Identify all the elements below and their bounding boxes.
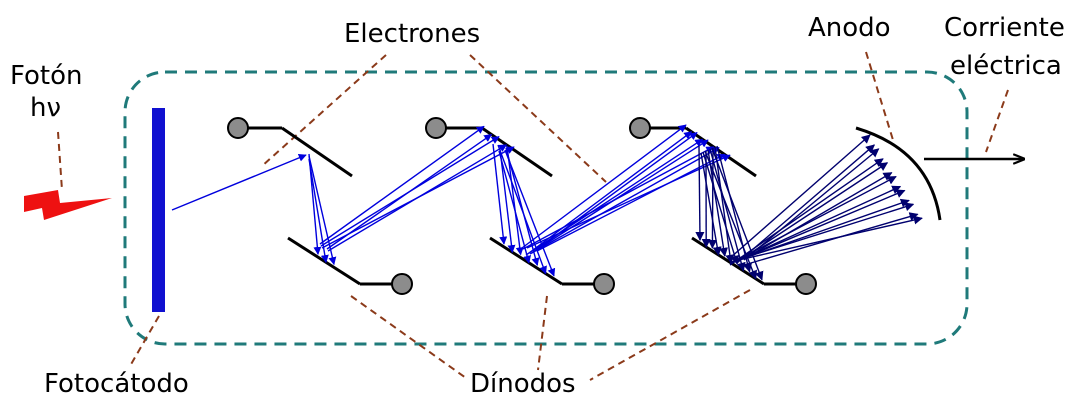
dynode-1-plate [282,128,352,176]
electron-ray-d3-d4-1 [493,144,504,244]
electron-ray-d3-d4-6 [498,145,546,274]
dynode-5-terminal [630,118,650,138]
label-photon-symbol: hν [30,93,61,123]
electron-ray-d2-d3-5 [322,147,514,248]
label-dynodes: Dínodos [470,369,576,394]
label-current: Corriente [944,13,1065,43]
electron-ray-primary [172,155,306,210]
electrodes [228,118,940,294]
leader-anode [866,52,893,140]
label-electrons: Electrones [344,19,480,49]
leader-electrons-1 [262,55,386,166]
photocathode-plate [152,108,165,312]
electron-trajectories [172,125,922,280]
electron-ray-d4-d5-6 [523,147,714,249]
dynode-2-terminal [392,274,412,294]
electron-ray-d4-d5-4 [526,139,703,255]
leader-dynodes-2 [538,296,547,370]
electron-ray-d2-d3-1 [320,126,484,244]
dynode-6-terminal [796,274,816,294]
tube-enclosure [125,72,967,344]
electron-ray-d3-d4-7 [505,150,554,276]
electron-ray-d5-d6-3 [712,148,713,248]
electron-ray-d6-anode-11 [737,204,913,260]
label-photon: Fotón [10,61,83,91]
electron-ray-d6-anode-6 [744,173,892,259]
electron-ray-d2-d3-3 [321,137,499,246]
electron-ray-d4-d5-8 [537,154,725,251]
leader-dynodes-3 [590,290,750,380]
label-current-2: eléctrica [950,51,1062,81]
electron-ray-d4-d5-2 [529,132,692,253]
electron-ray-d6-anode-7 [730,177,896,264]
electron-ray-d1-d2-3 [309,156,334,264]
label-anode: Anodo [808,13,891,43]
leader-electrons-2 [470,55,606,182]
leader-dynodes-1 [351,296,466,378]
electron-ray-d4-d5-7 [530,148,719,254]
dynode-1-terminal [228,118,248,138]
dynode-3-terminal [426,118,446,138]
electron-ray-d6-anode-5 [737,163,887,262]
photon-lightning-icon [24,190,112,220]
electron-ray-d6-anode-13 [730,218,922,262]
electron-ray-d5-d6-1 [699,146,700,240]
leader-photocathode [130,316,159,366]
dynode-3-plate [482,128,552,176]
dynode-4-terminal [594,274,614,294]
leader-photon [58,132,62,190]
label-photocathode: Fotocátodo [44,369,189,394]
leader-current [986,90,1008,152]
